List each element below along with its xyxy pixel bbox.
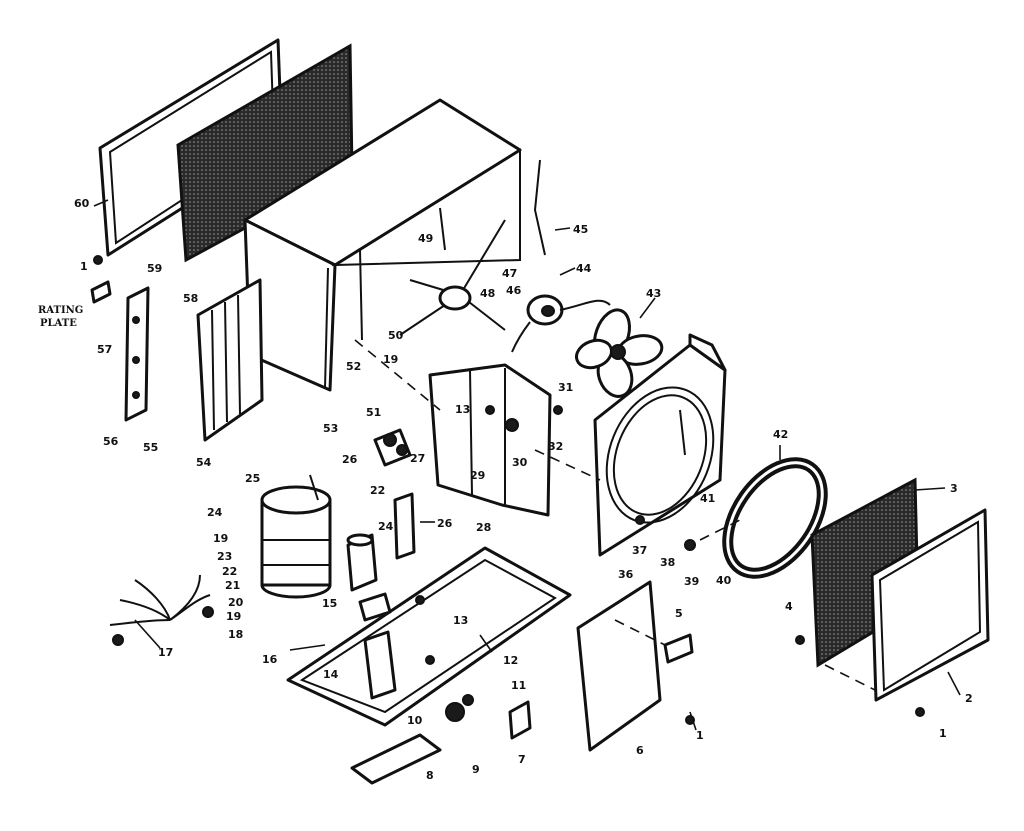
callout-55: 55 — [143, 441, 158, 454]
callout-26-upper: 26 — [342, 453, 358, 466]
orifice-ring — [722, 457, 828, 579]
partition-panel — [428, 363, 552, 517]
service-panel — [576, 580, 662, 752]
rating-plate-label-line2: PLATE — [40, 318, 77, 329]
callout-37: 37 — [632, 544, 647, 557]
callout-38: 38 — [660, 556, 675, 569]
callout-8: 8 — [426, 769, 434, 782]
callout-54: 54 — [196, 456, 212, 469]
callout-4: 4 — [785, 600, 793, 613]
callout-58: 58 — [183, 292, 198, 305]
bracket-strap — [393, 492, 416, 560]
callout-43: 43 — [646, 287, 661, 300]
callout-29: 29 — [470, 469, 485, 482]
callout-19-a: 19 — [213, 532, 228, 545]
callout-52: 52 — [346, 360, 361, 373]
callout-42: 42 — [773, 428, 788, 441]
callout-22-center: 22 — [370, 484, 385, 497]
compressor — [260, 474, 332, 599]
callout-47: 47 — [502, 267, 517, 280]
callout-1-front: 1 — [80, 260, 88, 273]
callout-45: 45 — [573, 223, 588, 236]
rear-grille-frame — [870, 508, 990, 702]
bracket-plate — [663, 633, 694, 664]
callout-30: 30 — [512, 456, 528, 469]
callout-23: 23 — [217, 550, 232, 563]
terminal-block — [508, 700, 532, 740]
fan-blade — [575, 308, 664, 398]
callout-31: 31 — [558, 381, 573, 394]
callout-6: 6 — [636, 744, 644, 757]
callout-49: 49 — [418, 232, 433, 245]
leader-lines — [93, 199, 961, 731]
callout-1-rear: 1 — [939, 727, 947, 740]
rating-plate — [90, 280, 112, 304]
callout-20: 20 — [228, 596, 244, 609]
valve-fitting — [445, 694, 474, 722]
callout-19-upper: 19 — [383, 353, 398, 366]
callout-12: 12 — [503, 654, 518, 667]
assembly-lines — [354, 339, 876, 691]
cabinet-housing — [243, 98, 522, 392]
callout-11: 11 — [511, 679, 526, 692]
callout-22-left: 22 — [222, 565, 237, 578]
callout-3: 3 — [950, 482, 958, 495]
callout-24-center: 24 — [378, 520, 394, 533]
callout-18: 18 — [228, 628, 243, 641]
callout-46: 46 — [506, 284, 522, 297]
callout-56: 56 — [103, 435, 119, 448]
callout-5: 5 — [675, 607, 683, 620]
wiring-harness — [109, 574, 214, 646]
callout-50: 50 — [388, 329, 404, 342]
callout-10: 10 — [407, 714, 423, 727]
evaporator-coil — [196, 278, 264, 442]
callout-2: 2 — [965, 692, 973, 705]
callout-48: 48 — [480, 287, 495, 300]
callout-41: 41 — [700, 492, 715, 505]
callout-17: 17 — [158, 646, 173, 659]
control-switch — [373, 428, 412, 467]
callout-59: 59 — [147, 262, 162, 275]
blower-spider — [399, 219, 506, 336]
callout-39: 39 — [684, 575, 699, 588]
callout-15: 15 — [322, 597, 337, 610]
callout-1-panel: 1 — [696, 729, 704, 742]
callout-19-b: 19 — [226, 610, 241, 623]
rating-plate-label-line1: RATING — [38, 305, 83, 316]
callout-24-left: 24 — [207, 506, 223, 519]
callout-44: 44 — [576, 262, 592, 275]
callout-53: 53 — [323, 422, 338, 435]
callout-27: 27 — [410, 452, 425, 465]
capacitor — [346, 533, 378, 592]
callout-14: 14 — [323, 668, 339, 681]
callout-21: 21 — [225, 579, 240, 592]
callout-32: 32 — [548, 440, 563, 453]
drain-tray — [350, 733, 442, 785]
callout-36: 36 — [618, 568, 634, 581]
callout-51: 51 — [366, 406, 381, 419]
relay-bracket — [358, 592, 397, 700]
fan-motor — [511, 294, 611, 353]
callout-57: 57 — [97, 343, 112, 356]
callout-28: 28 — [476, 521, 491, 534]
callout-13-upper: 13 — [455, 403, 470, 416]
callouts: 60 1 59 58 57 56 55 54 53 50 49 48 47 46… — [74, 197, 973, 782]
callout-40: 40 — [716, 574, 732, 587]
callout-7: 7 — [518, 753, 526, 766]
callout-13-lower: 13 — [453, 614, 468, 627]
callout-25: 25 — [245, 472, 260, 485]
fan-shroud — [593, 333, 727, 557]
callout-9: 9 — [472, 763, 480, 776]
callout-26-center: 26 — [437, 517, 453, 530]
callout-16: 16 — [262, 653, 278, 666]
side-bracket — [124, 286, 150, 422]
refrigerant-tube — [533, 159, 546, 256]
callout-60: 60 — [74, 197, 90, 210]
